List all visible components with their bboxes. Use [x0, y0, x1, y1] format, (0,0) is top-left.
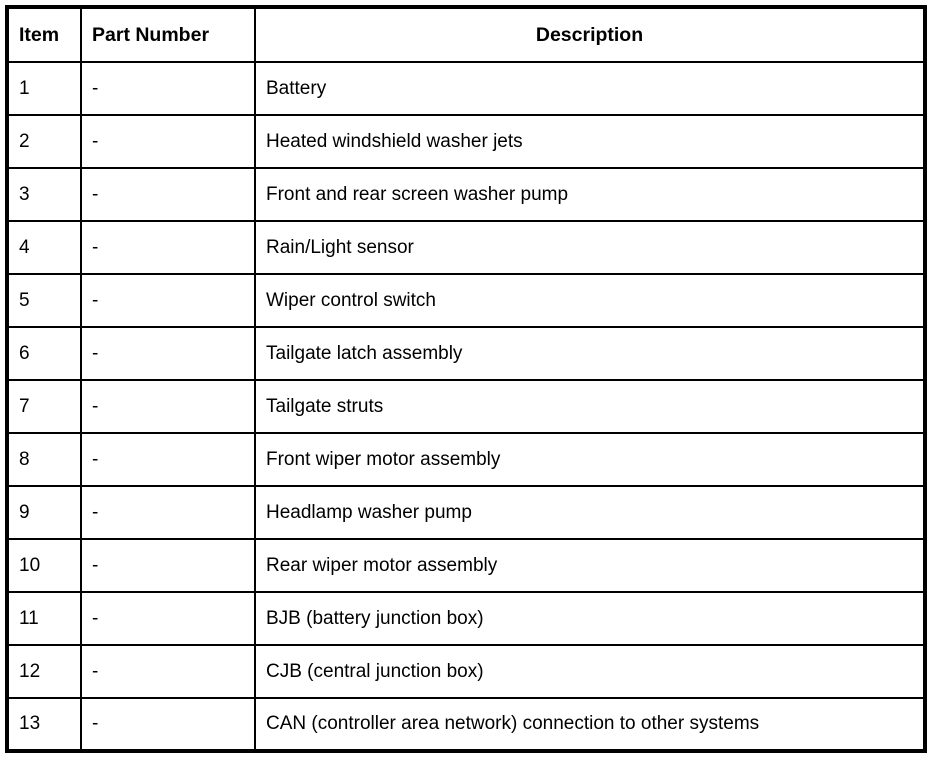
cell-part-number: -	[80, 591, 256, 646]
cell-item: 2	[6, 114, 82, 169]
cell-item: 5	[6, 273, 82, 328]
cell-item: 7	[6, 379, 82, 434]
cell-part-number: -	[80, 379, 256, 434]
cell-description: Front and rear screen washer pump	[254, 167, 926, 222]
cell-description: Heated windshield washer jets	[254, 114, 926, 169]
cell-item: 10	[6, 538, 82, 593]
table-row: 1-Battery	[6, 61, 926, 116]
cell-description: Rear wiper motor assembly	[254, 538, 926, 593]
cell-description: BJB (battery junction box)	[254, 591, 926, 646]
table-row: 11-BJB (battery junction box)	[6, 591, 926, 646]
cell-part-number: -	[80, 220, 256, 275]
table-row: 6-Tailgate latch assembly	[6, 326, 926, 381]
cell-description: Tailgate latch assembly	[254, 326, 926, 381]
cell-description: Front wiper motor assembly	[254, 432, 926, 487]
cell-part-number: -	[80, 61, 256, 116]
table-header-row: Item Part Number Description	[6, 6, 926, 63]
cell-description: CJB (central junction box)	[254, 644, 926, 699]
cell-part-number: -	[80, 538, 256, 593]
table-row: 12-CJB (central junction box)	[6, 644, 926, 699]
cell-item: 8	[6, 432, 82, 487]
cell-description: CAN (controller area network) connection…	[254, 697, 926, 752]
table-row: 7-Tailgate struts	[6, 379, 926, 434]
table-row: 2-Heated windshield washer jets	[6, 114, 926, 169]
column-header-part-number: Part Number	[80, 6, 256, 63]
column-header-item: Item	[6, 6, 82, 63]
cell-item: 12	[6, 644, 82, 699]
cell-part-number: -	[80, 485, 256, 540]
table-row: 3-Front and rear screen washer pump	[6, 167, 926, 222]
cell-item: 1	[6, 61, 82, 116]
table-row: 10-Rear wiper motor assembly	[6, 538, 926, 593]
cell-description: Battery	[254, 61, 926, 116]
cell-part-number: -	[80, 432, 256, 487]
cell-description: Wiper control switch	[254, 273, 926, 328]
cell-part-number: -	[80, 167, 256, 222]
table-row: 8-Front wiper motor assembly	[6, 432, 926, 487]
table-header: Item Part Number Description	[6, 6, 926, 63]
table-row: 5-Wiper control switch	[6, 273, 926, 328]
cell-description: Headlamp washer pump	[254, 485, 926, 540]
cell-description: Tailgate struts	[254, 379, 926, 434]
cell-part-number: -	[80, 644, 256, 699]
table-row: 9-Headlamp washer pump	[6, 485, 926, 540]
cell-item: 11	[6, 591, 82, 646]
cell-part-number: -	[80, 273, 256, 328]
table-row: 13-CAN (controller area network) connect…	[6, 697, 926, 752]
cell-item: 13	[6, 697, 82, 752]
table-row: 4-Rain/Light sensor	[6, 220, 926, 275]
cell-description: Rain/Light sensor	[254, 220, 926, 275]
cell-part-number: -	[80, 326, 256, 381]
cell-item: 3	[6, 167, 82, 222]
cell-item: 4	[6, 220, 82, 275]
cell-part-number: -	[80, 697, 256, 752]
cell-part-number: -	[80, 114, 256, 169]
cell-item: 6	[6, 326, 82, 381]
cell-item: 9	[6, 485, 82, 540]
column-header-description: Description	[254, 6, 926, 63]
